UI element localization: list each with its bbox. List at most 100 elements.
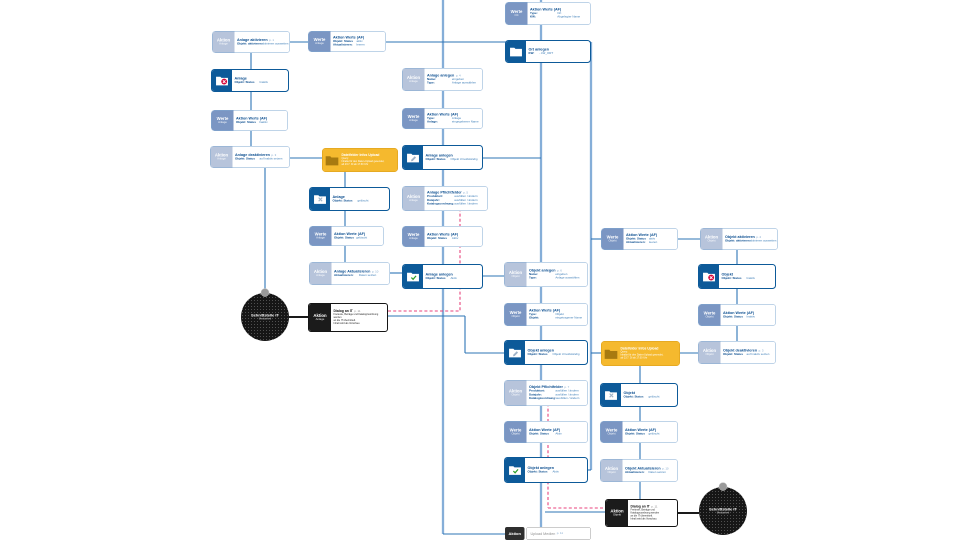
interface-badge-icon [718,482,728,491]
anlage-anlegen-doc-title: Anlage anlegen [425,152,453,158]
folder-x-icon [601,384,621,406]
folder-ban-icon [212,70,232,91]
folder-pencil-icon [505,341,525,364]
werte-objekt-aktiv-title: Aktion Werte (AF) [529,427,561,432]
folder-check-icon [403,265,423,288]
anlage-geloescht-doc-title: Anlage [332,194,345,199]
folder-ban-icon [699,265,719,288]
anlage-inaktiv-doc-title: Anlage [234,75,247,81]
upload-info-left-title: Dateifelder Infos Upload [341,153,380,158]
schnittstelle-it-left-label: Schnittstelle IT [251,312,279,318]
werte-anlage-name-title: Aktion Werte (AF) [427,112,459,117]
werte-objekt-top-title: Aktion Werte (AF) [626,232,658,238]
werte-anlage-inaktiv-title: Aktion Werte (AF) [236,115,268,121]
objekt-geloescht-doc-title: Objekt [623,390,636,395]
objekt-anlegen-doc-title: Objekt anlegen [527,347,554,353]
folder-icon [506,41,526,62]
upload-medien-bar-tab: Aktion [505,527,525,540]
ort-anlegen-doc-title: Ort anlegen [528,46,550,52]
werte-objekt-name-title: Aktion Werte (AF) [529,308,561,313]
werte-anlage-geloescht-title: Aktion Werte (AF) [334,231,366,236]
werte-objekt-inaktiv-title: Aktion Werte (AF) [723,310,755,315]
folder-x-icon [310,188,330,210]
objekt-inaktiv-doc-title: Objekt [721,271,734,277]
werte-ort-title: Aktion Werte (AF) [530,7,562,12]
werte-anlage-top-title: Aktion Werte (AF) [333,35,365,40]
folder-check-icon [505,458,525,482]
schnittstelle-it-right-sublabel: Mediathek [716,511,730,515]
folder-icon [602,348,621,360]
folder-icon [323,154,342,166]
anlage-anlegen-aktiv-doc-title: Anlage anlegen [425,271,453,277]
folder-pencil-icon [403,146,423,169]
werte-anlage-aktiv-title: Aktion Werte (AF) [427,231,459,237]
